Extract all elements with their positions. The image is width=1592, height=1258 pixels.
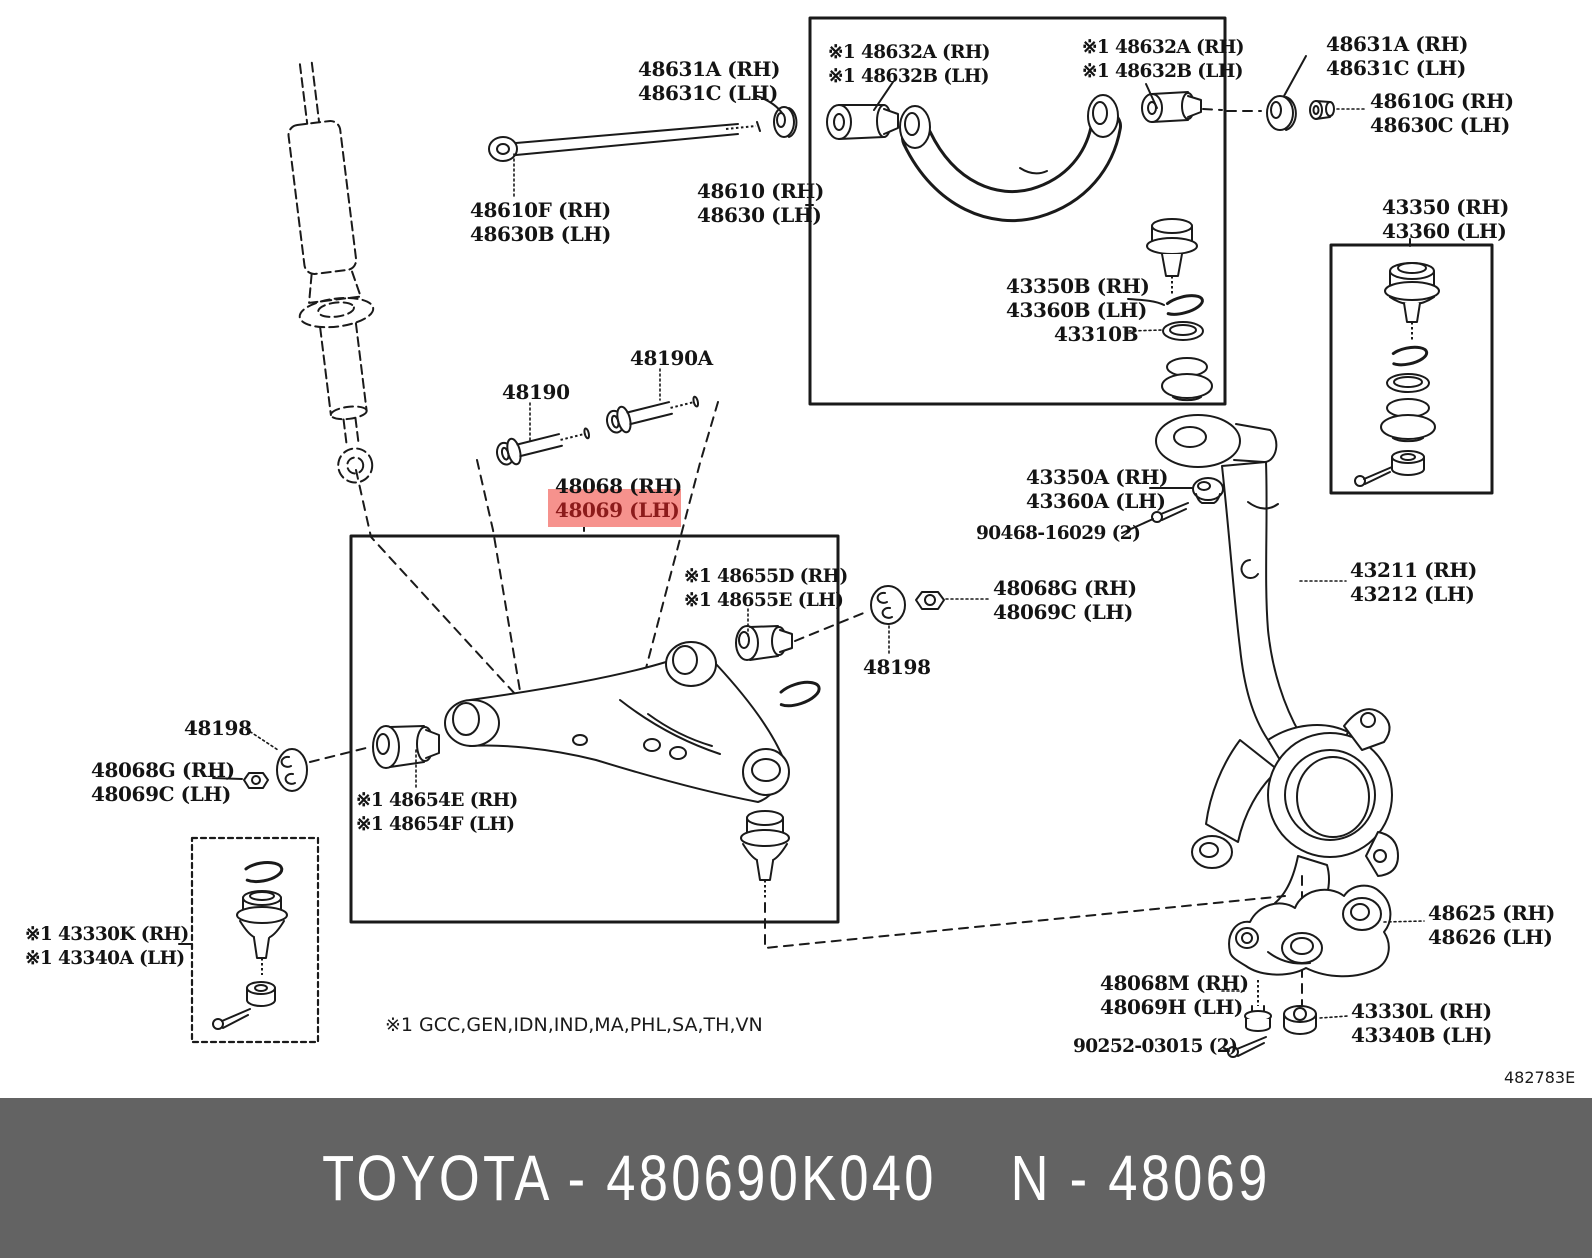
label-uca-bush-left: ※1 48632A (RH) ※1 48632B (LH) xyxy=(828,42,991,87)
label-lca-bj-kit: ※1 43330K (RH) ※1 43340A (LH) xyxy=(25,924,189,969)
label-bracket-pin: 90252-03015 (2) xyxy=(1073,1036,1238,1057)
diagram-code: 482783E xyxy=(1504,1068,1576,1087)
label-cam-bolt-rear: 48190A xyxy=(630,346,713,370)
footer-text: TOYOTA - 480690K040 N - 48069 xyxy=(322,1141,1270,1215)
label-uca-bj-ring: 43350B (RH) 43360B (LH) xyxy=(1006,274,1150,322)
footer-catalog-number: N - 48069 xyxy=(1010,1142,1271,1214)
label-stab-link: 48610F (RH) 48630B (LH) xyxy=(470,198,611,246)
lower-ball-joint-kit-drawing xyxy=(178,860,288,1030)
label-uca: 48610 (RH) 48630 (LH) xyxy=(697,179,824,227)
parts-diagram-line-art xyxy=(178,16,1494,1058)
lower-balljoint-kit-box xyxy=(190,836,320,1044)
label-cam-bolt-front: 48190 xyxy=(502,380,570,404)
upper-control-arm-drawing xyxy=(826,81,1223,402)
label-uca-bush-right: ※1 48632A (RH) ※1 48632B (LH) xyxy=(1082,37,1245,82)
label-bracket: 48625 (RH) 48626 (LH) xyxy=(1428,901,1555,949)
label-lca-highlighted: 48068 (RH) 48069 (LH) xyxy=(555,474,682,522)
stabilizer-link-drawing xyxy=(488,95,798,197)
region-footnote: ※1 GCC,GEN,IDN,IND,MA,PHL,SA,TH,VN xyxy=(385,1014,763,1036)
label-lca-nut-right: 48068G (RH) 48069C (LH) xyxy=(993,576,1137,624)
arm-grommet-nut-left-drawing xyxy=(212,728,308,792)
label-knuckle: 43211 (RH) 43212 (LH) xyxy=(1350,558,1477,606)
label-uca-bj-seat: 43310B xyxy=(1054,322,1139,346)
label-lca-bush-front: ※1 48654E (RH) ※1 48654F (LH) xyxy=(356,790,518,835)
bracket-bolt-drawing xyxy=(1221,980,1272,1032)
footer-part-number: TOYOTA - 480690K040 xyxy=(321,1142,937,1214)
label-bracket-nut: 43330L (RH) 43340B (LH) xyxy=(1351,999,1492,1047)
bracket-nut-pin-drawing xyxy=(1223,1005,1349,1058)
lower-arm-detail-box xyxy=(349,534,840,924)
label-lca-grommet-left: 48198 xyxy=(184,716,252,740)
steering-knuckle-drawing xyxy=(1155,414,1399,915)
label-stab-bolt-right: 48610G (RH) 48630C (LH) xyxy=(1370,89,1514,137)
knuckle-grommet-pin-drawing xyxy=(1121,477,1224,534)
label-lca-bush-rear: ※1 48655D (RH) ※1 48655E (LH) xyxy=(684,566,848,611)
label-stab-bush-right: 48631A (RH) 48631C (LH) xyxy=(1326,32,1469,80)
arm-grommet-nut-right-drawing xyxy=(870,585,989,655)
label-lca-nut-left: 48068G (RH) 48069C (LH) xyxy=(91,758,235,806)
label-stab-bush-top: 48631A (RH) 48631C (LH) xyxy=(638,57,781,105)
camber-bolt-drawings xyxy=(496,368,700,466)
lower-bracket-drawing xyxy=(1228,884,1425,978)
label-uca-bj-kit: 43350 (RH) 43360 (LH) xyxy=(1382,195,1509,243)
label-knuckle-grommet: 43350A (RH) 43360A (LH) xyxy=(1026,465,1169,513)
footer-banner: TOYOTA - 480690K040 N - 48069 xyxy=(0,1098,1592,1258)
shock-absorber-drawing xyxy=(287,61,375,484)
label-knuckle-pin: 90468-16029 (2) xyxy=(976,523,1141,544)
label-bracket-bolt: 48068M (RH) 48069H (LH) xyxy=(1100,971,1249,1019)
ball-joint-kit-drawing xyxy=(1354,238,1440,487)
label-lca-grommet-right: 48198 xyxy=(863,655,931,679)
upper-arm-detail-box xyxy=(808,16,1227,406)
lower-control-arm-drawing xyxy=(372,608,821,900)
upper-balljoint-kit-box xyxy=(1329,243,1494,495)
stabilizer-washer-bolt-right-drawing xyxy=(1226,55,1367,131)
assembly-guide-lines xyxy=(309,401,1303,1007)
highlight-48069 xyxy=(548,489,681,527)
